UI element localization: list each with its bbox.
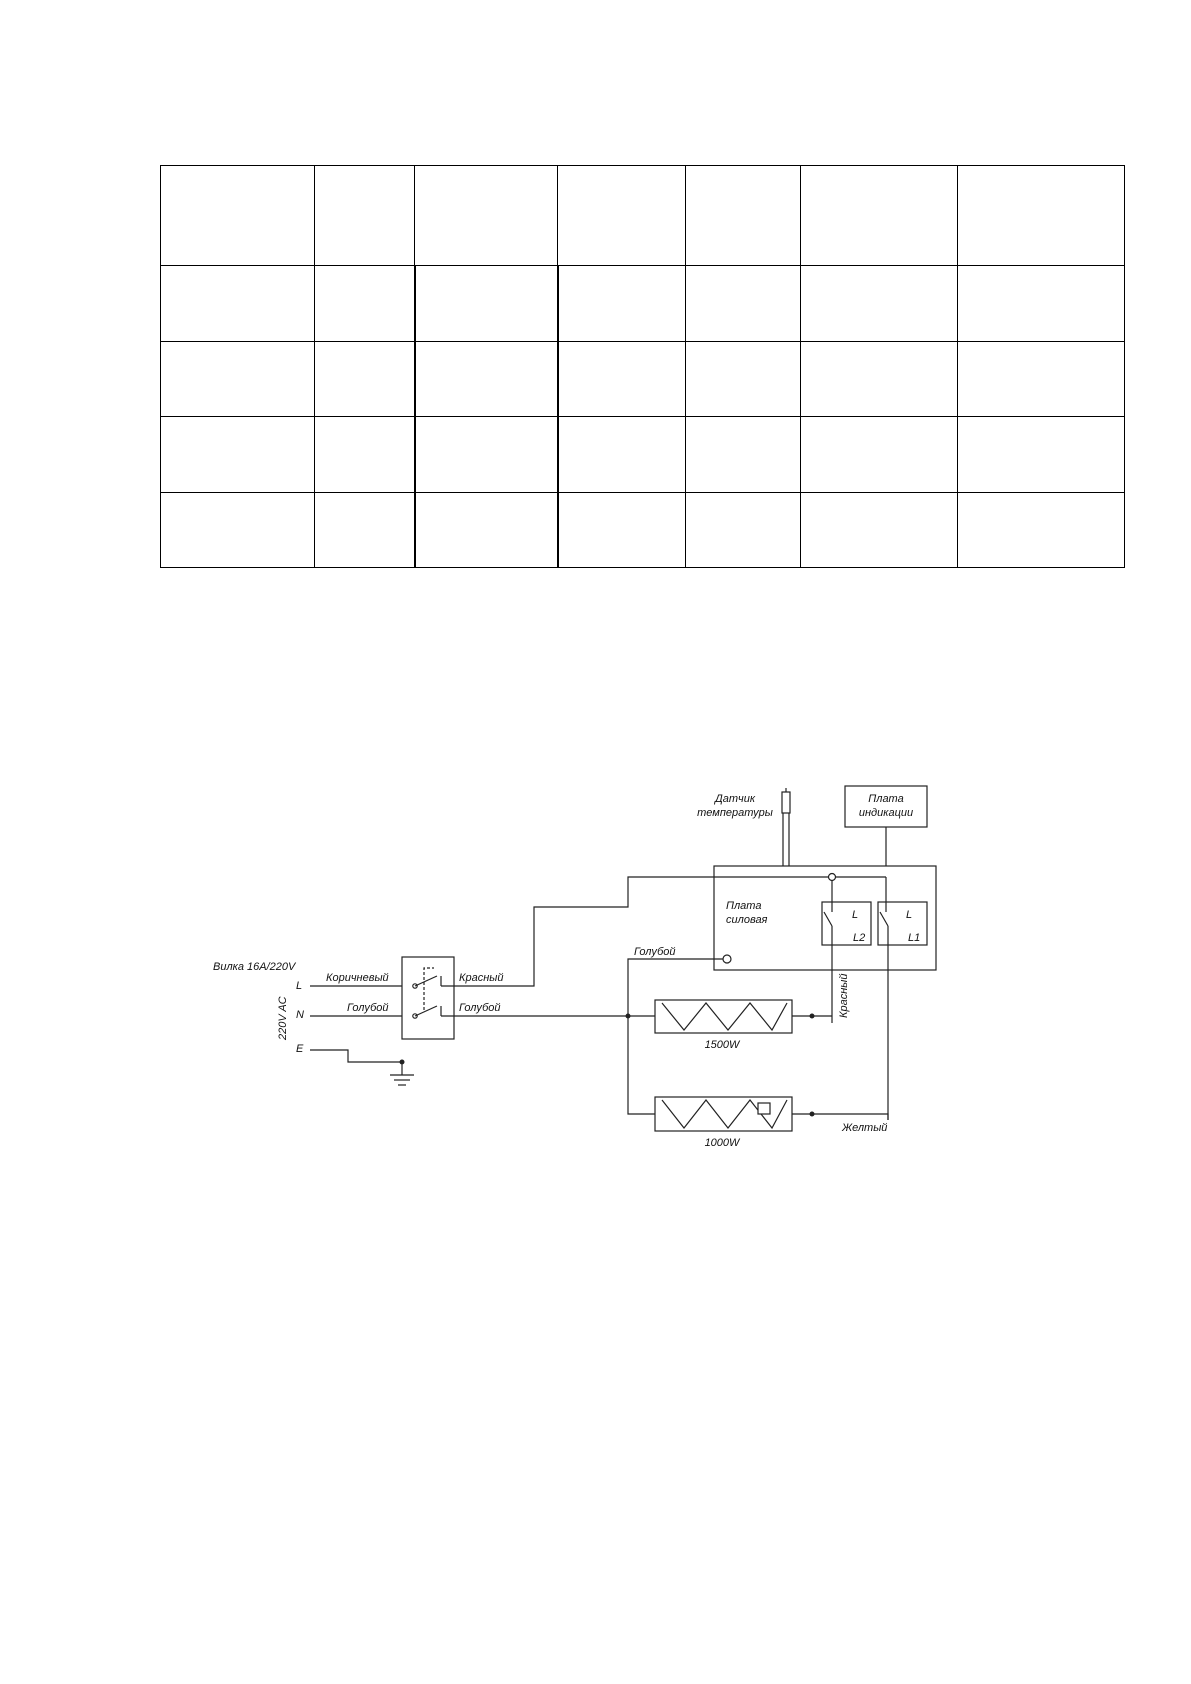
heater-1500-label: 1500W (705, 1039, 741, 1051)
heater-1500 (654, 999, 793, 1034)
switch-link (423, 967, 434, 980)
relay-l1-top-label: L (906, 909, 912, 921)
table-cell (314, 492, 415, 568)
wire-blue-in-label: Голубой (347, 1002, 389, 1014)
spec-table (160, 165, 1125, 568)
table-row (160, 492, 1125, 568)
table-cell (800, 341, 958, 417)
table-cell (800, 165, 958, 266)
main-switch (401, 956, 455, 1040)
table-cell (685, 416, 801, 493)
voltage-label: 220V AC (277, 996, 289, 1041)
temp-sensor-label-2: температуры (697, 807, 773, 819)
terminal-l-label: L (296, 980, 302, 992)
table-cell (800, 416, 958, 493)
indication-label-2: индикации (859, 807, 913, 819)
heater-1000-label: 1000W (705, 1137, 741, 1149)
indication-board (844, 785, 928, 828)
terminal-e-label: E (296, 1043, 304, 1055)
table-cell (685, 492, 801, 568)
heater-1000 (654, 1096, 793, 1132)
table-row (160, 165, 1125, 266)
table-cell (557, 265, 686, 342)
switch-blade (414, 1005, 438, 1017)
table-cell (957, 416, 1125, 493)
table-cell (160, 492, 315, 568)
thermal-fuse-icon (757, 1102, 771, 1115)
junction (809, 1013, 815, 1019)
indication-label-1: Плата (868, 793, 903, 805)
wire-red-out-label: Красный (459, 972, 503, 984)
table-cell (685, 341, 801, 417)
relay-l1-contact (879, 911, 889, 927)
wire-red-vertical-label: Красный (838, 974, 850, 1018)
wire-blue-to-1000 (627, 1016, 655, 1115)
temp-sensor (781, 791, 791, 814)
board-terminal (827, 872, 837, 882)
table-row (160, 416, 1125, 493)
table-cell (414, 165, 558, 266)
plug-label: Вилка 16А/220V (213, 961, 297, 973)
wire-blue-out-label: Голубой (459, 1002, 501, 1014)
table-cell (685, 265, 801, 342)
power-board-label-2: силовая (726, 914, 768, 926)
table-cell (160, 265, 315, 342)
switch-blade (414, 975, 438, 987)
earth-junction (399, 1059, 405, 1065)
wire-yellow (825, 1113, 889, 1120)
table-cell (957, 265, 1125, 342)
wire-yellow-label: Желтый (841, 1122, 887, 1134)
relay-l2-label: L2 (853, 932, 865, 944)
table-cell (685, 165, 801, 266)
relay-l1-label: L1 (908, 932, 920, 944)
heater-1000-element (661, 1099, 788, 1130)
board-blue-terminal (722, 954, 732, 964)
table-cell (413, 492, 559, 568)
relay-l2-top-label: L (852, 909, 858, 921)
relay-l2-contact (823, 911, 833, 927)
table-cell (314, 265, 415, 342)
wire-earth (310, 1049, 403, 1075)
table-cell (557, 492, 686, 568)
table-cell (800, 265, 958, 342)
wire-blue-to-board (627, 958, 723, 1016)
table-cell (957, 492, 1125, 568)
wire-brown-label: Коричневый (326, 972, 389, 984)
junction (809, 1111, 815, 1117)
heater-1500-element (661, 1002, 788, 1032)
power-blue-label: Голубой (634, 946, 676, 958)
table-row (160, 265, 1125, 342)
table-cell (160, 165, 315, 266)
temp-sensor-label-1: Датчик (713, 793, 756, 805)
power-board-label-1: Плата (726, 900, 761, 912)
wire-red-to-board (441, 876, 714, 987)
table-cell (413, 265, 559, 342)
terminal-n-label: N (296, 1009, 304, 1021)
table-cell (957, 165, 1125, 266)
